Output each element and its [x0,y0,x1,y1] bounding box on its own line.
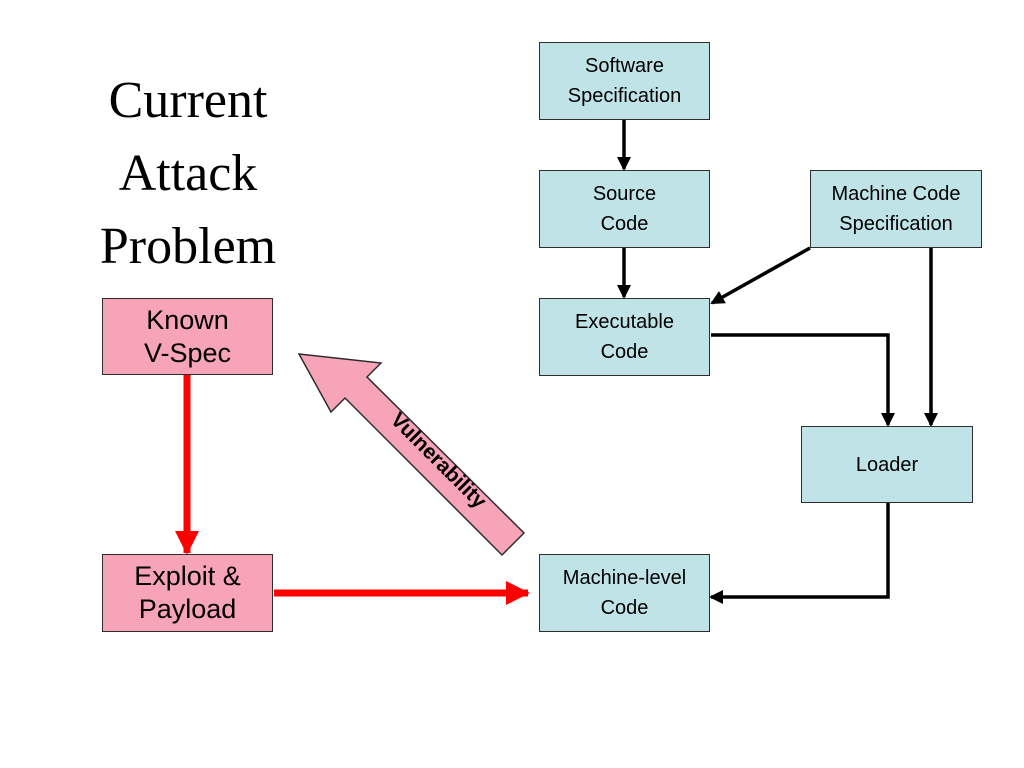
node-label-line-2: V-Spec [143,337,232,368]
node-machine-level-code: Machine-level Code [539,554,710,632]
node-machine-code-specification: Machine Code Specification [810,170,982,248]
node-loader: Loader [801,426,973,503]
title-line-2: Attack [118,145,258,202]
edge-loader-to-machine-level-code [709,503,890,604]
node-source-code: Source Code [539,170,710,248]
node-known-vspec: Known V-Spec [102,298,273,375]
node-label-line-1: Machine Code [831,183,961,205]
node-label-line-2: Specification [567,85,682,107]
title-line-3: Problem [99,218,277,275]
node-label-line-1: Software [585,55,664,77]
node-label-line-1: Exploit & [134,561,241,591]
edge-machine-code-spec-to-executable-code [710,246,811,305]
node-label-line-1: Machine-level [562,567,687,589]
node-label-line-1: Known [146,304,229,335]
node-label-line-2: Code [600,213,649,235]
vulnerability-arrow [297,353,526,557]
node-label-line-2: Payload [138,594,237,624]
node-exploit-payload: Exploit & Payload [102,554,273,632]
node-label-line-2: Code [600,597,649,619]
node-software-specification: Software Specification [539,42,710,120]
node-executable-code: Executable Code [539,298,710,376]
node-label-line-1: Executable [575,311,674,333]
node-label-line-1: Loader [855,453,919,476]
node-label-line-2: Code [600,341,649,363]
title-line-1: Current [108,72,268,129]
node-label-line-1: Source [592,183,657,205]
node-label-line-2: Specification [839,213,953,235]
edge-executable-code-to-loader [711,333,895,427]
page-title: Current Attack Problem [60,64,316,283]
